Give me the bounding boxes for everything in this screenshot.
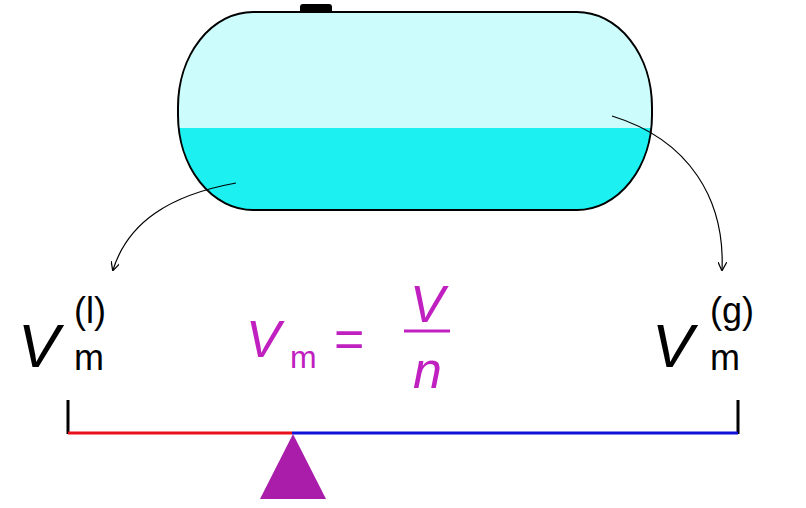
phase-superscript: (l) xyxy=(74,293,106,329)
variable-symbol: V xyxy=(18,315,59,377)
beam-end xyxy=(67,400,70,434)
liquid-phase xyxy=(178,128,652,210)
molar-subscript: m xyxy=(290,341,317,373)
fulcrum xyxy=(260,434,326,499)
variable-symbol: V xyxy=(246,313,281,365)
tank-outline xyxy=(178,12,652,210)
beam-end xyxy=(737,400,740,434)
vapour-phase xyxy=(178,12,652,128)
pointer-arrow xyxy=(612,116,722,270)
denominator-symbol: n xyxy=(413,344,442,396)
tank-contents xyxy=(178,12,652,210)
numerator-symbol: V xyxy=(410,278,445,330)
balance-beam-right xyxy=(292,432,738,435)
molar-subscript: m xyxy=(710,340,740,376)
equals-sign: = xyxy=(334,313,364,365)
variable-symbol: V xyxy=(652,315,693,377)
balance-beam-left xyxy=(68,432,292,435)
phase-superscript: (g) xyxy=(710,293,754,329)
pointer-arrow xyxy=(113,183,236,270)
molar-subscript: m xyxy=(74,340,104,376)
